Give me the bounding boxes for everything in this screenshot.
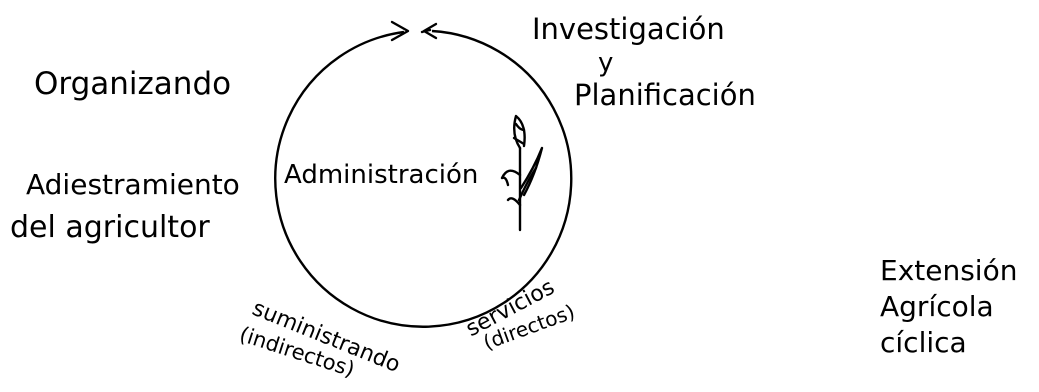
top-right-label-line1: Investigación xyxy=(532,12,725,46)
far-right-label-line2: Agrícola xyxy=(880,290,994,323)
cycle-arrow-icon xyxy=(390,20,438,42)
center-label: Administración xyxy=(284,160,479,190)
top-right-label-line2: y xyxy=(598,48,614,78)
cycle-circle xyxy=(274,29,573,328)
left-upper-label: Organizando xyxy=(34,66,232,102)
corn-plant-icon xyxy=(500,114,544,232)
left-lower-label-line2: del agricultor xyxy=(10,210,210,245)
far-right-label-line3: cíclica xyxy=(880,326,967,359)
top-right-label-line3: Planificación xyxy=(574,78,756,112)
left-lower-label-line1: Adiestramiento xyxy=(26,168,240,201)
far-right-label-line1: Extensión xyxy=(880,254,1018,287)
